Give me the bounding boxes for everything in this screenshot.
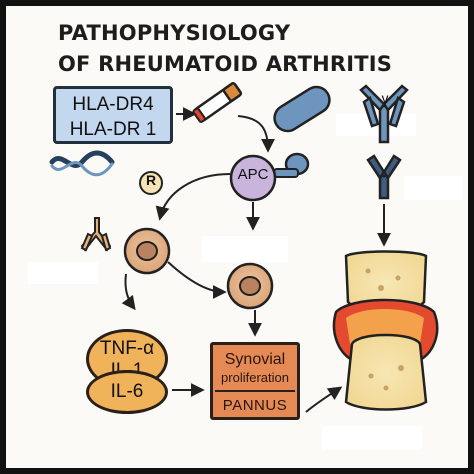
antibody-large-icon — [359, 84, 409, 144]
blank-label-2 — [404, 176, 462, 200]
blank-label-5 — [322, 426, 422, 450]
title-line-1: PATHOPHYSIOLOGY — [58, 21, 291, 45]
antibody-dark-icon — [366, 154, 402, 200]
gene-line-2: HLA-DR 1 — [69, 119, 157, 140]
diagram-title: PATHOPHYSIOLOGY OF RHEUMATOID ARTHRITIS — [58, 18, 392, 80]
cigarette-icon — [192, 82, 243, 123]
title-line-2: OF RHEUMATOID ARTHRITIS — [58, 52, 393, 76]
cytokine-tnf: TNF-α — [99, 338, 155, 359]
gene-line-1: HLA-DR4 — [72, 94, 154, 115]
bacterium-icon — [273, 85, 331, 133]
apc-label: APC — [237, 166, 269, 183]
arrow-cigarette-to-apc — [237, 115, 275, 153]
joint-icon — [332, 250, 439, 411]
arrow-tcell-to-cytokines — [121, 273, 136, 311]
gene-box: HLA-DR4 HLA-DR 1 — [53, 86, 173, 144]
synovial-line-2: proliferation — [221, 370, 289, 385]
synovial-line-1: Synovial — [224, 351, 286, 368]
arrow-apc-to-receptor — [155, 173, 231, 221]
pannus-label: PANNUS — [222, 397, 288, 414]
dna-strand-icon — [49, 150, 115, 177]
blank-label-3 — [202, 236, 288, 262]
antibody-symbol-label: γ — [381, 90, 389, 106]
arrow-tcell-to-bcell — [167, 261, 227, 299]
antibody-small-icon — [80, 217, 112, 252]
synovial-box: Synovial proliferation PANNUS — [210, 342, 300, 420]
cytokine-il6: IL-6 — [110, 381, 144, 402]
diagram-graphics — [49, 82, 439, 413]
receptor-circle — [139, 171, 163, 195]
b-cell-icon — [226, 262, 274, 310]
blank-label-4 — [28, 262, 98, 284]
receptor-label: R — [145, 172, 157, 188]
t-cell-icon — [123, 227, 171, 275]
cytokine-bubble-lower: IL-6 — [86, 370, 168, 414]
apc-cell-icon — [229, 152, 310, 202]
arrow-synovial-to-joint — [305, 386, 343, 413]
synovial-divider — [215, 390, 295, 392]
